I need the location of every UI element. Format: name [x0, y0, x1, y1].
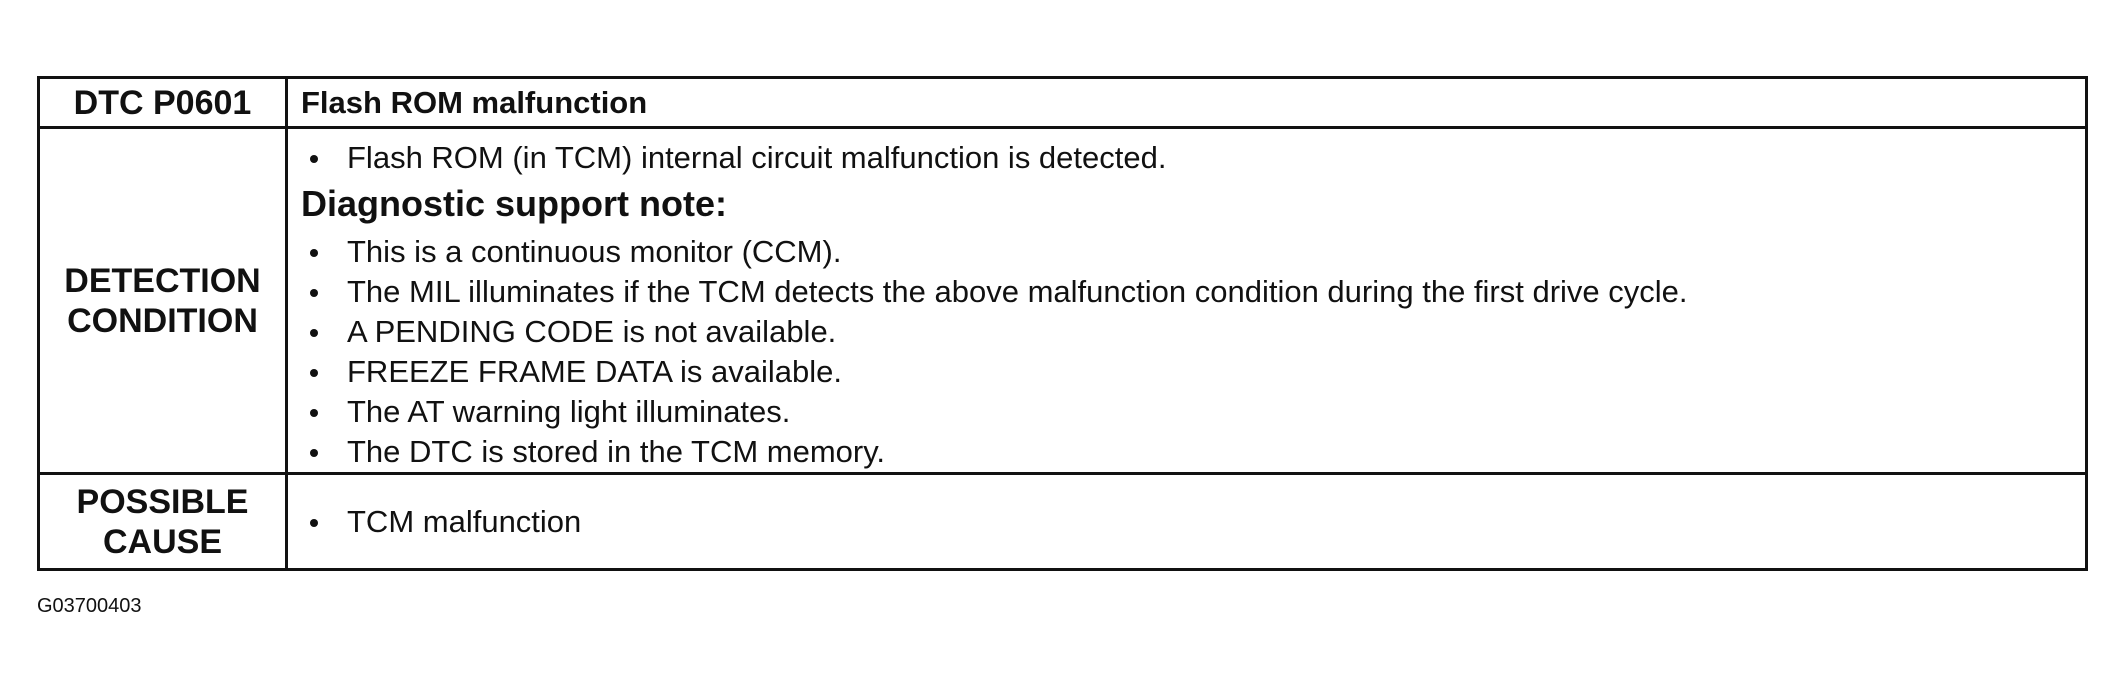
possible-cause-label-line2: CAUSE: [102, 522, 223, 561]
diagnostic-note-heading: Diagnostic support note:: [301, 182, 727, 224]
list-item: This is a continuous monitor (CCM).: [301, 232, 2085, 272]
detection-condition-content: Flash ROM (in TCM) internal circuit malf…: [285, 126, 2088, 475]
list-item: FREEZE FRAME DATA is available.: [301, 352, 2085, 392]
detection-condition-label-cell: DETECTION CONDITION: [37, 126, 288, 475]
figure-id: G03700403: [37, 595, 142, 617]
possible-cause-label-line1: POSSIBLE: [76, 482, 249, 521]
diagnostic-note-list: This is a continuous monitor (CCM). The …: [301, 232, 2085, 472]
dtc-code-cell: DTC P0601: [37, 76, 288, 129]
table-row-possible-cause: POSSIBLE CAUSE TCM malfunction: [37, 472, 2088, 571]
detection-condition-label-line1: DETECTION: [64, 261, 261, 300]
list-item: The AT warning light illuminates.: [301, 392, 2085, 432]
dtc-code: DTC P0601: [73, 83, 252, 122]
table-row-header: DTC P0601 Flash ROM malfunction: [37, 76, 2088, 129]
detection-condition-label-line2: CONDITION: [67, 301, 258, 340]
possible-cause-content: TCM malfunction: [285, 472, 2088, 571]
list-item: A PENDING CODE is not available.: [301, 312, 2085, 352]
list-item: TCM malfunction: [301, 502, 2085, 542]
possible-cause-list: TCM malfunction: [301, 502, 2085, 542]
detection-intro-list: Flash ROM (in TCM) internal circuit malf…: [301, 138, 2085, 178]
dtc-title: Flash ROM malfunction: [301, 84, 648, 120]
possible-cause-label-cell: POSSIBLE CAUSE: [37, 472, 288, 571]
table-row-detection-condition: DETECTION CONDITION Flash ROM (in TCM) i…: [37, 126, 2088, 475]
list-item: Flash ROM (in TCM) internal circuit malf…: [301, 138, 2085, 178]
list-item: The DTC is stored in the TCM memory.: [301, 432, 2085, 472]
dtc-table: DTC P0601 Flash ROM malfunction DETECTIO…: [37, 76, 2088, 571]
list-item: The MIL illuminates if the TCM detects t…: [301, 272, 2085, 312]
dtc-title-cell: Flash ROM malfunction: [285, 76, 2088, 129]
